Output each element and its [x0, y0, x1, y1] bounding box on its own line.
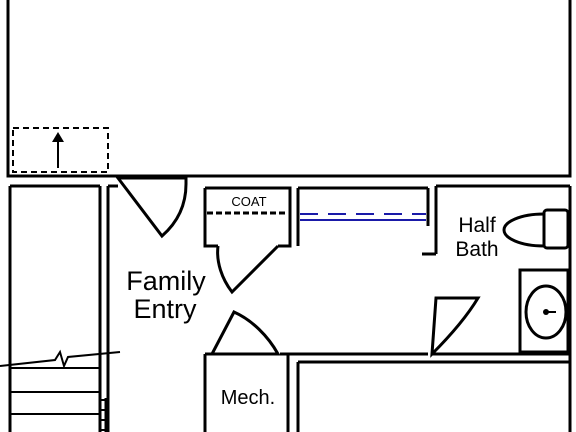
dashed-cabinet	[12, 127, 109, 173]
coat-label: COAT	[231, 194, 266, 209]
stairs	[0, 184, 121, 432]
entry-door[interactable]	[114, 176, 188, 239]
coat-closet-door[interactable]	[216, 244, 280, 295]
sink-icon	[518, 268, 570, 354]
hall-window	[296, 186, 430, 246]
mech-door[interactable]	[209, 310, 281, 356]
bath-door[interactable]	[430, 296, 481, 358]
family-entry-label-line1: Family	[126, 266, 206, 296]
half-bath-label-line2: Bath	[455, 238, 498, 261]
mech-label: Mech.	[221, 387, 275, 409]
upper-room-walls	[6, 0, 572, 178]
coat-closet	[203, 186, 292, 295]
half-bath	[422, 184, 572, 432]
family-entry-label-line2: Entry	[133, 294, 197, 324]
stair-break-line	[0, 349, 121, 369]
toilet-icon	[502, 208, 570, 250]
half-bath-label-line1: Half	[458, 214, 496, 237]
up-arrow-icon	[52, 132, 64, 168]
mech-room	[203, 310, 570, 432]
